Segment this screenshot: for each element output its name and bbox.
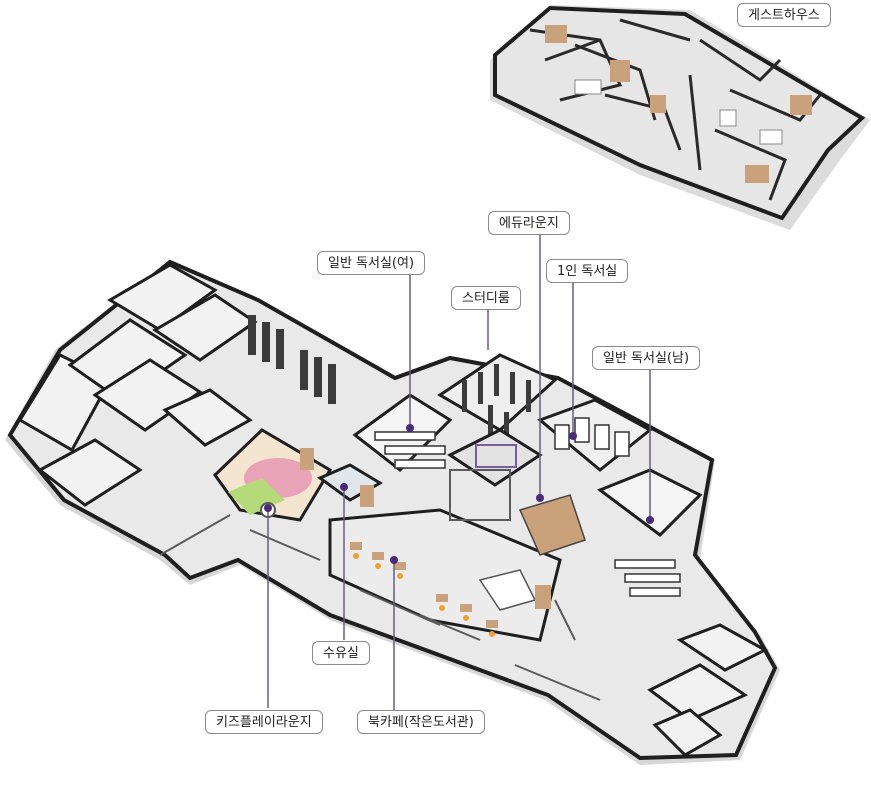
book-cafe-area: [328, 508, 562, 642]
glass-partitions: [159, 469, 601, 701]
guesthouse-wood-panels: [545, 25, 812, 183]
label-book-cafe: 북카페(작은도서관): [357, 710, 485, 734]
marker-single-reading: [569, 432, 577, 440]
location-markers: [264, 424, 654, 564]
guesthouse-block: [490, 5, 870, 230]
guesthouse-floor: [493, 5, 866, 221]
leader-lines: [267, 235, 651, 710]
marker-book-cafe: [390, 556, 398, 564]
left-rooms: [17, 263, 258, 507]
cafe-chairs: [353, 553, 495, 637]
lower-right-rooms: [647, 623, 769, 757]
marker-kids-play-lounge: [264, 504, 272, 512]
lounge-wood-wall: [518, 494, 586, 556]
restroom-stalls: [248, 315, 336, 404]
label-nursing-room: 수유실: [312, 641, 370, 665]
nursing-room-area: [317, 463, 383, 507]
marker-edu-lounge: [536, 494, 544, 502]
label-general-reading-female: 일반 독서실(여): [317, 251, 426, 275]
label-study-room: 스터디룸: [451, 286, 521, 310]
label-guesthouse: 게스트하우스: [737, 3, 831, 27]
label-single-reading: 1인 독서실: [546, 259, 629, 283]
reading-room-female-area: [352, 393, 453, 472]
guesthouse-fixtures: [574, 79, 783, 145]
main-floor-block: [5, 259, 780, 765]
label-kids-play-lounge: 키즈플레이라운지: [205, 710, 323, 734]
marker-general-reading-male: [646, 516, 654, 524]
label-edu-lounge: 에듀라운지: [488, 211, 570, 235]
cafe-tables: [350, 542, 498, 628]
label-general-reading-male: 일반 독서실(남): [592, 346, 701, 370]
marker-general-reading-female: [406, 424, 414, 432]
marker-nursing-room: [340, 483, 348, 491]
study-room-area: [437, 353, 558, 442]
